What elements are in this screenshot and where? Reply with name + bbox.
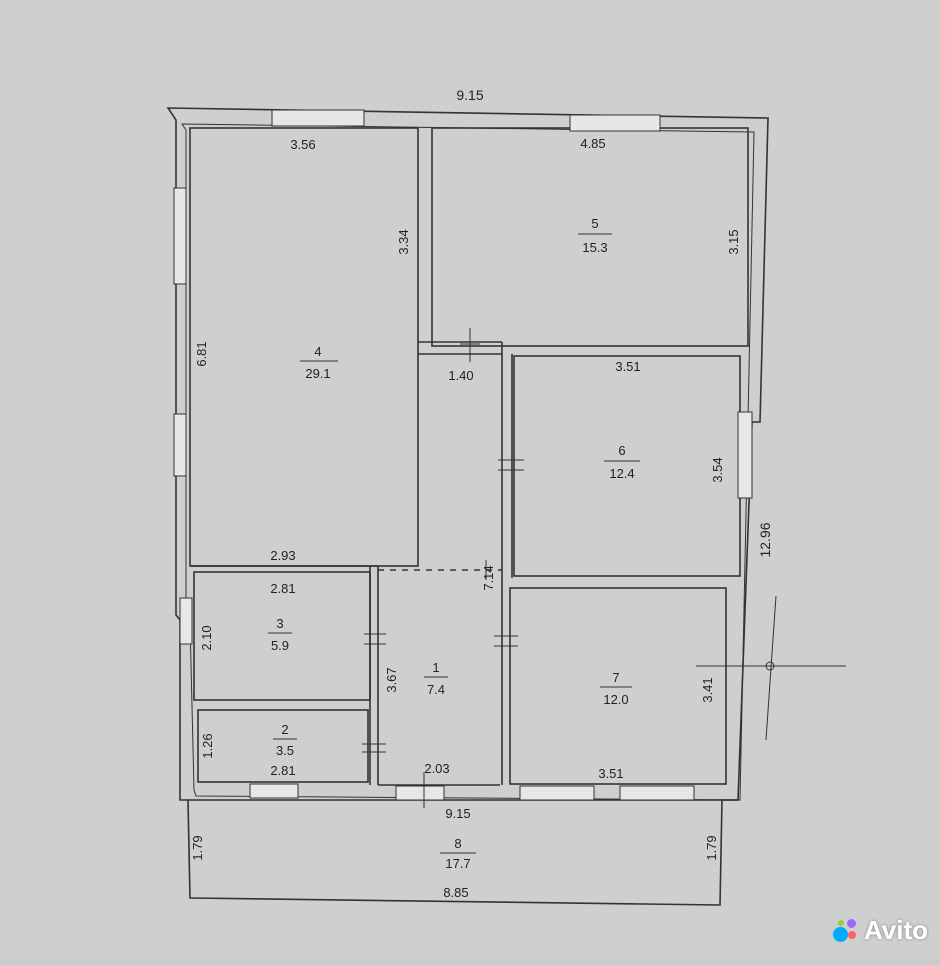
window-room-4-top <box>271 109 365 127</box>
window-room-2-bottom <box>249 783 299 799</box>
room-5-area: 15.3 <box>582 240 607 255</box>
room-2-area: 3.5 <box>276 743 294 758</box>
window-room-1-bottom <box>395 785 445 801</box>
room-1-dim-height: 7.14 <box>481 565 496 590</box>
room-4-area: 29.1 <box>305 366 330 381</box>
window-room-4-left-2 <box>173 413 187 477</box>
room-8-dim-bottom: 8.85 <box>443 885 468 900</box>
room-8-dim-left: 1.79 <box>190 835 205 860</box>
room-6-area: 12.4 <box>609 466 634 481</box>
room-5-dim-right: 3.15 <box>726 229 741 254</box>
section-marker <box>696 595 846 741</box>
avito-watermark: Avito <box>832 915 928 946</box>
room-2-number: 2 <box>281 722 288 737</box>
room-8-number: 8 <box>454 836 461 851</box>
room-1-area: 7.4 <box>427 682 445 697</box>
inner-wall-outline <box>181 123 755 801</box>
room-7-area: 12.0 <box>603 692 628 707</box>
room-3-dim-top: 2.81 <box>270 581 295 596</box>
room-5-dim-top: 4.85 <box>580 136 605 151</box>
window-room-7-bottom-1 <box>519 785 595 801</box>
window-room-6-right <box>737 411 753 499</box>
room-2-dim-bottom: 2.81 <box>270 763 295 778</box>
dim-overall-height: 12.96 <box>757 522 773 557</box>
room-3-area: 5.9 <box>271 638 289 653</box>
room-4-dim-bottom: 2.93 <box>270 548 295 563</box>
avito-brand-text: Avito <box>863 915 928 945</box>
room-2-outline <box>197 709 369 783</box>
room-6-dim-top: 3.51 <box>615 359 640 374</box>
room-1-number: 1 <box>432 660 439 675</box>
room-8-dim-right: 1.79 <box>704 835 719 860</box>
room-7-number: 7 <box>612 670 619 685</box>
room-6-dim-right: 3.54 <box>710 457 725 482</box>
dim-overall-width: 9.15 <box>456 87 483 103</box>
room-5-number: 5 <box>591 216 598 231</box>
room-4-number: 4 <box>314 344 321 359</box>
window-room-5-top <box>569 114 661 132</box>
room-3-dim-left: 2.10 <box>199 625 214 650</box>
passage-width: 1.40 <box>448 368 473 383</box>
door-marks <box>362 328 524 808</box>
room-2-dim-left: 1.26 <box>200 733 215 758</box>
window-room-7-bottom-2 <box>619 785 695 801</box>
room-4-dim-left: 6.81 <box>194 341 209 366</box>
room-7-outline <box>509 587 727 785</box>
room-1-dim-left: 3.67 <box>384 667 399 692</box>
window-room-3-left <box>179 597 193 645</box>
room-7-dim-right: 3.41 <box>700 677 715 702</box>
room-6-number: 6 <box>618 443 625 458</box>
room-8-dim-top: 9.15 <box>445 806 470 821</box>
room-4-dim-right: 3.34 <box>396 229 411 254</box>
room-1-dim-bottom: 2.03 <box>424 761 449 776</box>
avito-logo-icon <box>832 918 858 944</box>
room-4-dim-top: 3.56 <box>290 137 315 152</box>
room-8-area: 17.7 <box>445 856 470 871</box>
room-3-number: 3 <box>276 616 283 631</box>
outer-wall <box>166 107 769 906</box>
window-room-4-left <box>173 187 187 285</box>
room-7-dim-bottom: 3.51 <box>598 766 623 781</box>
